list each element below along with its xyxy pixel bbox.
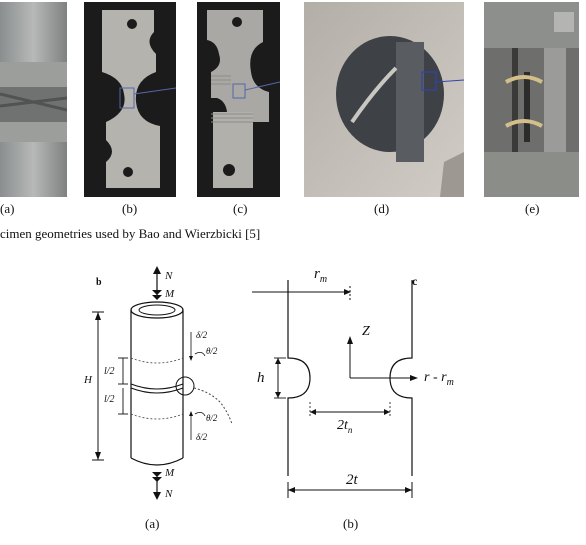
photo-a [0,2,67,197]
rm-label: rm [314,266,327,285]
moment-M-top: M [165,288,175,300]
panel-label-d: (d) [374,201,390,216]
r-minus-rm-label: r - rm [424,370,454,388]
panel-label-c: (c) [233,201,248,216]
bottom-right-label: (b) [343,516,359,531]
rm-label-sub: m [319,274,328,285]
moment-M-bottom: M [165,467,175,479]
two-tn-label: 2tn [337,418,352,435]
rm-label-text: r [314,266,320,282]
l-half-bottom: l/2 [104,394,115,405]
bottom-left-label: (a) [145,516,160,531]
height-H: H [84,374,92,386]
force-N-bottom: N [165,488,173,500]
photo-e [484,2,579,197]
z-axis-label: Z [362,324,370,339]
panel-label-e: (e) [525,201,540,216]
force-N-top: N [165,270,173,282]
two-tn-text: 2t [337,418,348,433]
top-figure-caption: cimen geometries used by Bao and Wierzbi… [0,226,261,241]
two-tn-sub: n [347,424,353,435]
panel-label-b: (b) [122,201,138,216]
delta-half-top: δ/2 [196,330,208,340]
theta-half-bottom: θ/2 [206,413,218,423]
r-minus-rm-text: r - r [424,370,447,385]
tube-specimen-diagram [92,266,233,500]
delta-half-bottom: δ/2 [196,432,208,442]
right-corner-label: c [412,274,418,288]
notch-profile-diagram [252,280,418,498]
l-half-top: l/2 [104,366,115,377]
left-corner-label: b [96,277,102,288]
photo-d [304,2,464,197]
theta-half-top: θ/2 [206,346,218,356]
h-label: h [257,370,265,386]
r-minus-rm-sub: m [446,376,454,388]
panel-label-a: (a) [0,201,15,216]
photo-b [84,2,176,197]
two-t-label: 2t [346,472,358,488]
photo-c [197,2,280,197]
